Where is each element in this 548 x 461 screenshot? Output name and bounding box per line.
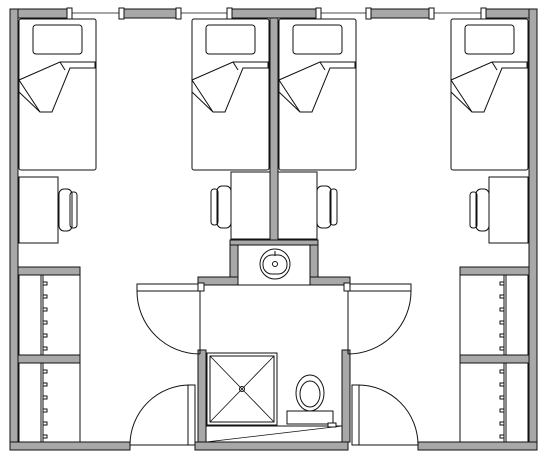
chair-2 [210, 185, 232, 229]
wardrobe-left-lower [18, 362, 81, 443]
windows [12, 7, 536, 20]
door-entry-right [351, 384, 419, 446]
door-bath-right [343, 282, 412, 355]
window-left-end [12, 7, 73, 20]
chair-3 [316, 185, 338, 229]
wardrobe-left-upper [18, 274, 81, 356]
wardrobe-right-upper [459, 274, 529, 356]
desk-3 [277, 171, 318, 240]
wardrobe-right-lower [459, 362, 529, 443]
sink [237, 244, 311, 286]
bath-threshold [205, 422, 343, 443]
shower [206, 352, 278, 426]
door-bath-left [136, 282, 205, 355]
walls [9, 8, 538, 451]
window-left-mid [118, 7, 182, 20]
door-entry-left [129, 384, 196, 446]
desk-4 [488, 176, 529, 244]
bed-3 [278, 18, 357, 171]
chair-1 [58, 188, 78, 232]
bed-4 [450, 18, 529, 171]
window-right-end [480, 7, 536, 20]
desk-2 [230, 171, 271, 240]
window-right-mid [365, 7, 435, 20]
window-center [226, 7, 322, 20]
chair-4 [469, 188, 490, 232]
bed-1 [18, 18, 97, 171]
toilet [286, 374, 334, 425]
bed-2 [191, 18, 270, 171]
desk-1 [18, 176, 59, 244]
